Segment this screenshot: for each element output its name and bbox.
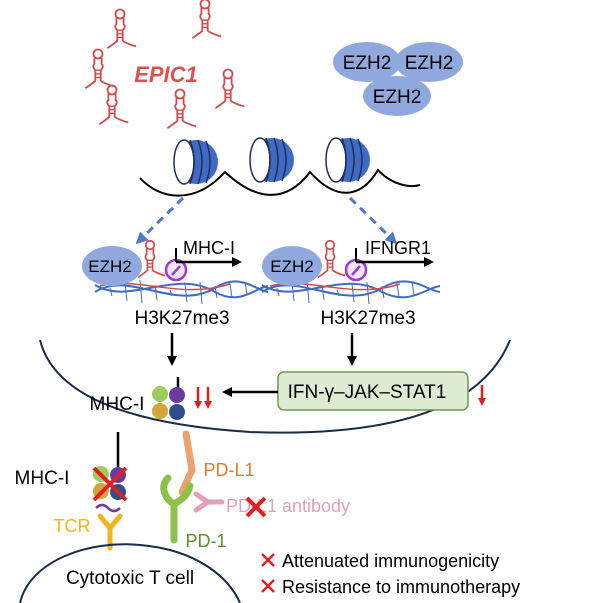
pathway-label: IFN-γ–JAK–STAT1 xyxy=(288,382,447,403)
left-locus: EZH2 MHC-I H3K27me3 xyxy=(82,238,269,329)
outcome-item: Attenuated immunogenicity xyxy=(261,551,499,571)
ezh2-label: EZH2 xyxy=(88,257,131,276)
mhc-surface-label: MHC-I xyxy=(15,468,70,489)
rna-hairpin-icon xyxy=(191,0,223,40)
cross-icon xyxy=(261,579,275,593)
ezh2-blob xyxy=(395,42,463,82)
rna-hairpin-icon xyxy=(98,84,130,126)
cross-icon xyxy=(245,496,267,518)
t-cell-membrane xyxy=(19,543,241,603)
rna-hairpin-icon xyxy=(106,8,138,50)
ezh2-cluster: EZH2 EZH2 EZH2 xyxy=(333,42,463,116)
ezh2-blob xyxy=(363,76,431,116)
dashed-arrow-right xyxy=(348,196,398,245)
t-cell-label: Cytotoxic T cell xyxy=(66,568,194,589)
mhc-gene-label: MHC-I xyxy=(183,238,235,258)
mhc-i-complex-internal: MHC-I xyxy=(90,377,212,420)
ezh2-blob xyxy=(262,246,322,286)
rna-hairpin-icon xyxy=(214,68,246,110)
ezh2-blob xyxy=(333,42,401,82)
tcr-receptor: TCR xyxy=(54,513,123,551)
epic1-rna-group: EPIC1 xyxy=(84,0,246,130)
h3k27me3-label: H3K27me3 xyxy=(134,308,229,329)
surface-mhc-complex: MHC-I xyxy=(15,432,128,513)
nucleosome-icon xyxy=(249,137,295,183)
pd1-label: PD-1 xyxy=(185,531,226,551)
antibody-label: PD-L1 antibody xyxy=(226,496,350,516)
dashed-arrow-left xyxy=(135,196,185,245)
ifn-jak-stat1-box: IFN-γ–JAK–STAT1 xyxy=(277,371,486,411)
rna-hairpin-icon xyxy=(166,88,198,130)
nucleosome-icon xyxy=(325,137,371,183)
ezh2-label: EZH2 xyxy=(270,257,313,276)
cross-icon xyxy=(92,466,128,502)
h3k27me3-label: H3K27me3 xyxy=(320,308,415,329)
outcome-item: Resistance to immunotherapy xyxy=(261,577,520,597)
right-locus: EZH2 IFNGR1 H3K27me3 xyxy=(261,238,441,329)
rna-hairpin-icon xyxy=(84,48,116,90)
outcome-label: Attenuated immunogenicity xyxy=(282,551,499,571)
chromatin-fiber xyxy=(139,137,421,197)
dna-helix-icon xyxy=(94,280,269,297)
rna-hairpin-icon xyxy=(137,239,167,279)
nucleosome-icon xyxy=(173,139,219,185)
outcome-label: Resistance to immunotherapy xyxy=(282,577,520,597)
epic1-label: EPIC1 xyxy=(134,62,198,87)
ifngr1-gene-label: IFNGR1 xyxy=(365,238,431,258)
tcr-label: TCR xyxy=(54,516,91,536)
ezh2-blob xyxy=(82,246,142,286)
pd-l1-protein: PD-L1 xyxy=(178,430,255,496)
ezh2-label: EZH2 xyxy=(343,53,392,74)
mhc-internal-label: MHC-I xyxy=(90,394,145,415)
cross-icon xyxy=(261,553,275,567)
ezh2-label: EZH2 xyxy=(373,87,422,108)
pd-l1-antibody: PD-L1 antibody xyxy=(193,491,350,518)
pd1-protein: PD-1 xyxy=(160,474,227,551)
ezh2-label: EZH2 xyxy=(405,53,454,74)
rna-hairpin-icon xyxy=(317,239,347,279)
pdl1-label: PD-L1 xyxy=(203,460,254,480)
